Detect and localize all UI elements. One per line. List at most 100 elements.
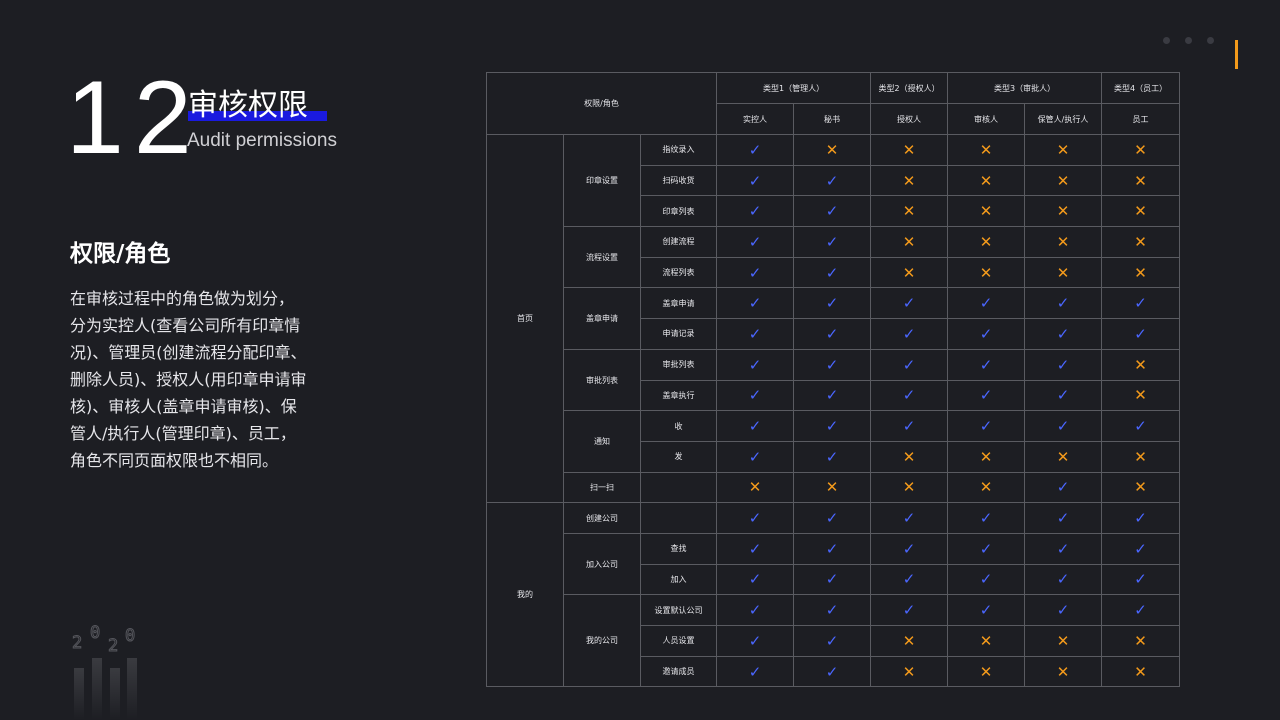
permission-cell: ✕ <box>1024 256 1103 289</box>
permission-cell: ✓ <box>947 502 1026 534</box>
permission-cell: ✓ <box>793 625 872 657</box>
dot <box>1163 37 1170 44</box>
cross-icon: ✕ <box>902 631 916 650</box>
cross-icon: ✕ <box>902 202 916 221</box>
check-icon: ✓ <box>902 324 916 343</box>
deco-bar <box>110 668 120 720</box>
permission-cell: ✕ <box>870 625 949 657</box>
cross-icon: ✕ <box>902 447 916 466</box>
permission-cell: ✕ <box>1101 164 1181 197</box>
cross-icon: ✕ <box>979 631 993 650</box>
feature-cell: 申请记录 <box>639 318 718 350</box>
role-header: 审核人 <box>947 103 1026 135</box>
cross-icon: ✕ <box>979 478 993 497</box>
cross-icon: ✕ <box>1134 202 1147 221</box>
check-icon: ✓ <box>825 631 839 650</box>
table-row: 加入公司查找✓✓✓✓✓✓ <box>487 532 1181 596</box>
cross-icon: ✕ <box>1134 232 1147 251</box>
check-icon: ✓ <box>748 386 762 405</box>
check-icon: ✓ <box>748 570 762 589</box>
permission-cell: ✓ <box>870 502 949 534</box>
permission-cell: ✓ <box>793 164 872 197</box>
check-icon: ✓ <box>825 171 839 190</box>
check-icon: ✓ <box>979 601 993 620</box>
check-icon: ✓ <box>825 232 839 251</box>
section-cell: 首页 <box>486 133 564 504</box>
cross-icon: ✕ <box>979 232 993 251</box>
role-header: 授权人 <box>870 103 949 135</box>
permission-cell: ✓ <box>870 287 949 320</box>
permission-cell: ✕ <box>947 655 1026 688</box>
module-cell: 流程设置 <box>563 226 641 289</box>
permission-cell: ✓ <box>947 532 1026 565</box>
check-icon: ✓ <box>748 140 762 159</box>
cross-icon: ✕ <box>902 171 916 190</box>
check-icon: ✓ <box>902 570 916 589</box>
feature-cell: 扫码收货 <box>639 164 718 197</box>
check-icon: ✓ <box>748 202 762 221</box>
permission-cell: ✓ <box>793 655 872 688</box>
deco-digit: 2 <box>71 633 83 654</box>
feature-cell <box>639 471 718 504</box>
deco-digit: 0 <box>89 623 101 644</box>
cross-icon: ✕ <box>1056 202 1070 221</box>
permission-cell: ✕ <box>1101 134 1181 166</box>
permission-cell: ✕ <box>1101 379 1181 412</box>
permission-cell: ✓ <box>716 655 795 688</box>
permission-cell: ✓ <box>1101 502 1181 534</box>
check-icon: ✓ <box>825 294 839 313</box>
check-icon: ✓ <box>1056 478 1070 497</box>
cross-icon: ✕ <box>902 263 916 282</box>
permission-cell: ✓ <box>716 594 795 626</box>
permission-cell: ✕ <box>1024 164 1103 197</box>
permission-cell: ✓ <box>1024 410 1103 442</box>
cross-icon: ✕ <box>1056 232 1070 251</box>
permission-cell: ✓ <box>947 594 1026 626</box>
table-row: 盖章执行✓✓✓✓✓✕ <box>487 379 1181 412</box>
check-icon: ✓ <box>979 324 993 343</box>
role-group-header: 类型4（员工） <box>1101 72 1181 104</box>
description-line: 分为实控人(查看公司所有印章情 <box>70 316 301 335</box>
permission-cell: ✕ <box>1101 655 1181 688</box>
table-row: 扫码收货✓✓✕✕✕✕ <box>487 164 1181 197</box>
permission-cell: ✓ <box>716 379 795 412</box>
check-icon: ✓ <box>1056 324 1070 343</box>
section-subtitle: 权限/角色 <box>70 241 171 267</box>
permission-cell: ✓ <box>870 532 949 565</box>
permission-cell: ✕ <box>947 256 1026 289</box>
permission-cell: ✕ <box>1101 625 1181 657</box>
check-icon: ✓ <box>979 539 993 558</box>
check-icon: ✓ <box>748 417 762 436</box>
permission-cell: ✓ <box>716 195 795 228</box>
check-icon: ✓ <box>1056 355 1070 374</box>
permission-cell: ✕ <box>1024 655 1103 688</box>
permission-cell: ✓ <box>1024 379 1103 412</box>
feature-cell: 创建流程 <box>639 226 718 258</box>
permission-cell: ✕ <box>1024 440 1103 473</box>
permission-cell: ✓ <box>947 348 1026 381</box>
permission-cell: ✕ <box>870 226 949 258</box>
permission-cell: ✓ <box>793 287 872 320</box>
permission-cell: ✓ <box>870 348 949 381</box>
check-icon: ✓ <box>1134 417 1147 436</box>
permission-cell: ✕ <box>1024 134 1103 166</box>
permission-cell: ✓ <box>716 502 795 534</box>
check-icon: ✓ <box>1056 509 1070 528</box>
check-icon: ✓ <box>748 601 762 620</box>
permission-cell: ✓ <box>793 195 872 228</box>
check-icon: ✓ <box>902 417 916 436</box>
feature-cell: 盖章执行 <box>639 379 718 412</box>
permission-cell: ✕ <box>1101 348 1181 381</box>
cross-icon: ✕ <box>1056 171 1070 190</box>
table-row: 发✓✓✕✕✕✕ <box>487 440 1181 473</box>
check-icon: ✓ <box>902 539 916 558</box>
cross-icon: ✕ <box>1134 478 1147 497</box>
check-icon: ✓ <box>1134 570 1147 589</box>
description-line: 在审核过程中的角色做为划分， <box>70 289 295 308</box>
page-title-english: Audit permissions <box>187 130 337 151</box>
check-icon: ✓ <box>902 509 916 528</box>
check-icon: ✓ <box>1134 324 1147 343</box>
feature-cell: 查找 <box>639 532 718 565</box>
table-body: 首页印章设置指纹录入✓✕✕✕✕✕扫码收货✓✓✕✕✕✕印章列表✓✓✕✕✕✕流程设置… <box>486 133 1181 688</box>
role-group-header: 类型1（管理人） <box>716 72 872 104</box>
